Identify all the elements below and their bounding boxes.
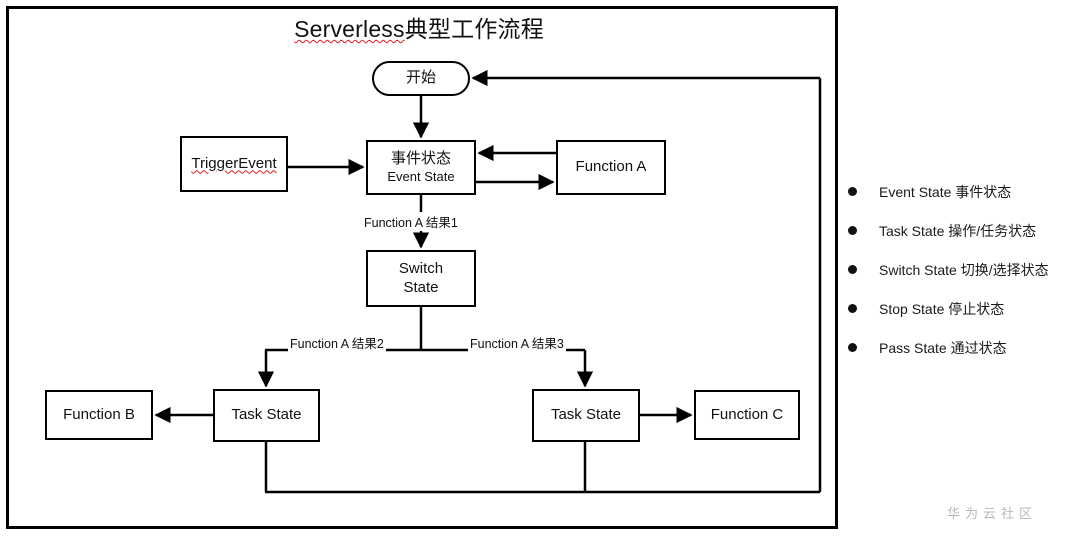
node-switch-state[interactable]: Switch State: [366, 250, 476, 307]
node-task-state-left[interactable]: Task State: [213, 389, 320, 442]
edge-label-result2: Function A 结果2: [288, 333, 386, 352]
node-task-state-right[interactable]: Task State: [532, 389, 640, 442]
node-event-state[interactable]: 事件状态 Event State: [366, 140, 476, 195]
node-task-state-right-label: Task State: [550, 406, 622, 424]
node-trigger-event[interactable]: TriggerEvent: [180, 136, 288, 192]
node-trigger-event-label: TriggerEvent: [191, 155, 277, 173]
node-event-state-label-en: Event State: [387, 169, 455, 185]
page-title: Serverless典型工作流程: [0, 10, 838, 44]
legend-item-label: Task State 操作/任务状态: [879, 222, 1037, 239]
node-function-c[interactable]: Function C: [694, 390, 800, 440]
legend-item-label: Switch State 切换/选择状态: [879, 261, 1049, 278]
legend-item-label: Stop State 停止状态: [879, 300, 1005, 317]
edge-label-result3: Function A 结果3: [468, 333, 566, 352]
legend-item-label: Event State 事件状态: [879, 183, 1012, 200]
node-function-c-label: Function C: [710, 405, 784, 423]
bullet-icon: [848, 343, 857, 352]
node-event-state-label-cn: 事件状态: [390, 149, 451, 167]
title-spellchecked-word: Serverless: [294, 16, 405, 42]
legend: Event State 事件状态 Task State 操作/任务状态 Swit…: [848, 172, 1076, 367]
node-start-label: 开始: [405, 69, 436, 87]
bullet-icon: [848, 304, 857, 313]
legend-item-stop-state: Stop State 停止状态: [848, 289, 1076, 328]
node-task-state-left-label: Task State: [231, 406, 302, 424]
watermark: 华为云社区: [947, 506, 1038, 521]
node-start[interactable]: 开始: [372, 61, 470, 96]
title-rest: 典型工作流程: [404, 16, 544, 42]
node-switch-state-label-line1: Switch: [398, 259, 444, 277]
legend-item-label: Pass State 通过状态: [879, 339, 1007, 356]
edge-label-result1: Function A 结果1: [362, 212, 460, 231]
bullet-icon: [848, 226, 857, 235]
legend-item-event-state: Event State 事件状态: [848, 172, 1076, 211]
legend-item-pass-state: Pass State 通过状态: [848, 328, 1076, 367]
node-switch-state-label-line2: State: [403, 278, 439, 296]
node-function-b-label: Function B: [63, 405, 135, 423]
legend-item-task-state: Task State 操作/任务状态: [848, 211, 1076, 250]
bullet-icon: [848, 265, 857, 274]
legend-item-switch-state: Switch State 切换/选择状态: [848, 250, 1076, 289]
node-function-b[interactable]: Function B: [45, 390, 153, 440]
node-function-a[interactable]: Function A: [556, 140, 666, 195]
bullet-icon: [848, 187, 857, 196]
diagram-frame: [6, 6, 838, 529]
node-function-a-label: Function A: [575, 158, 647, 176]
